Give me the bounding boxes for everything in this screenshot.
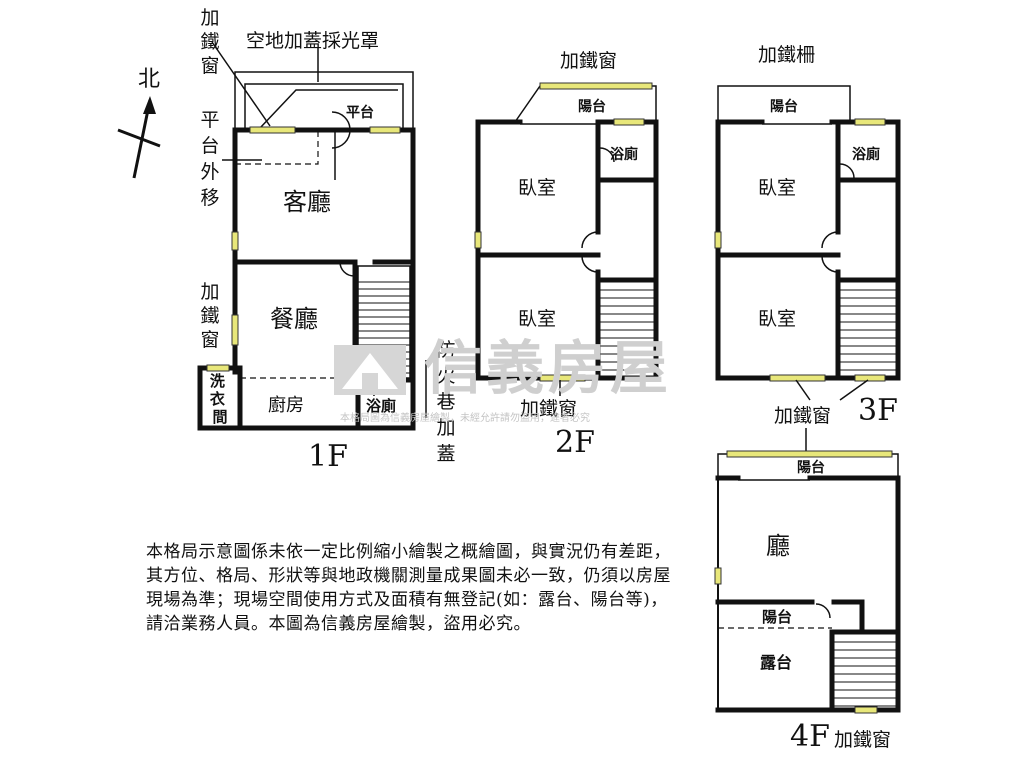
floor-3-label: 3F [858,393,898,428]
floor-1-door-dining [339,261,355,277]
floor-2-door-bedroom-2 [581,255,599,273]
floor-3-window-bottom-right [854,374,886,382]
floor-4-balcony-top-label: 陽台 [797,459,825,476]
brand-logo-icon [334,345,406,395]
floor-3-bath-label: 浴廁 [852,146,880,163]
floor-1-fire-lane-callout: 防火巷加蓋 [436,339,455,465]
floor-1-window-top-right [369,126,401,134]
floor-2-plan: 陽台 浴廁 臥室 臥室 加鐵窗 加鐵窗 2F [474,50,659,460]
vertical-char: 防 [436,339,455,361]
floor-1-laundry-label: 洗 衣 間 [210,372,230,426]
floor-1-window-living [231,231,239,251]
vertical-char: 巷 [436,391,455,413]
vertical-char: 加 [436,417,455,439]
floor-3-plan: 陽台 浴廁 臥室 臥室 加鐵柵 加鐵窗 3F [714,44,901,452]
floor-4-iron-window-bottom-callout: 加鐵窗 [834,729,891,751]
vertical-char: 平 [200,109,219,131]
north-compass: 北 [117,67,161,179]
floor-3-iron-window-bottom-callout: 加鐵窗 [774,405,831,427]
floor-1-iron-window-left-callout: 加鐵窗 [200,281,219,351]
floor-1-kitchen-label: 廚房 [268,394,304,416]
floor-3-door-bedroom-1 [821,231,839,249]
laundry-char-3: 間 [212,408,227,426]
floor-2-door-bedroom-1 [581,231,599,249]
floor-1-skylight-callout: 空地加蓋採光罩 [246,30,379,52]
floor-4-plan: 陽台 廳 陽台 露台 加鐵窗 4F [714,450,901,754]
vertical-char: 窗 [200,329,219,351]
floor-1-dining-label: 餐廳 [270,305,318,333]
floor-1-iron-window-callout: 加鐵窗 [200,7,219,77]
floor-2-iron-window-top-callout: 加鐵窗 [560,50,617,72]
floor-3-bedroom-1-label: 臥室 [758,177,796,199]
floor-4-stairs [834,641,896,707]
floor-4-terrace-label: 露台 [760,653,792,672]
floor-2-window-bottom [539,374,586,382]
floor-3-window-bath [854,118,886,126]
floor-4-hall-label: 廳 [766,532,790,560]
floor-4-window-side [714,567,722,585]
vertical-char: 蓋 [436,443,455,465]
vertical-char: 鐵 [200,305,219,327]
brand-watermark: 信義房屋 本格局圖為信義房屋繪製，未經允許請勿盜用，違者必究 [332,335,702,429]
floor-2-label: 2F [555,425,595,460]
floor-2-bath-label: 浴廁 [610,146,638,163]
floor-3-bedroom-2-label: 臥室 [758,308,796,330]
vertical-char: 加 [200,7,219,29]
floor-1-platform-moved-callout: 平台外移 [200,109,219,209]
vertical-char: 火 [436,365,455,387]
floor-2-window-side [474,231,482,249]
floor-1-label: 1F [308,439,348,474]
floor-2-stairs [600,289,654,371]
vertical-char: 窗 [200,55,219,77]
vertical-char: 移 [200,187,219,209]
floor-3-window-bottom-left [769,374,826,382]
floor-3-window-side [714,231,722,249]
laundry-char-1: 洗 [210,372,225,390]
floor-2-door-bath [599,147,615,163]
floor-4-balcony-inner-label: 陽台 [762,608,792,626]
floor-1-window-top-left [249,126,296,134]
floor-2-bedroom-2-label: 臥室 [518,308,556,330]
floor-4-window-bottom [854,706,878,714]
watermark-copyright-line: 本格局圖為信義房屋繪製，未經允許請勿盜用，違者必究 [340,413,590,424]
floor-2-bedroom-1-label: 臥室 [518,177,556,199]
watermark-brand-text: 信義房屋 [424,334,673,402]
vertical-char: 加 [200,281,219,303]
floor-2-window-balcony [539,82,653,90]
floor-1-living-label: 客廳 [283,188,331,216]
floor-4-door-balcony [815,603,831,619]
floor-4-label: 4F [790,719,830,754]
vertical-char: 鐵 [200,31,219,53]
laundry-char-2: 衣 [210,390,225,408]
floor-3-door-bath [839,163,855,179]
floor-2-balcony-label: 陽台 [578,98,606,115]
floor-2-iron-window-bottom-callout: 加鐵窗 [520,398,577,420]
floor-1-window-dining [231,314,239,346]
floor-3-door-bedroom-2 [821,255,839,273]
floor-3-balcony-label: 陽台 [770,98,798,115]
floor-1-window-laundry [206,364,230,372]
vertical-char: 外 [200,161,219,183]
floor-2-window-bath [613,118,645,126]
floor-3-iron-railing-callout: 加鐵柵 [758,44,815,66]
floor-3-stairs [840,289,896,371]
disclaimer-notice: 本格局示意圖係未依一定比例縮小繪製之概繪圖，與實況仍有差距，其方位、格局、形狀等… [146,542,671,634]
floor-1-bath-label: 浴廁 [366,397,396,415]
floor-1-platform-label: 平台 [346,104,374,121]
north-label: 北 [138,67,160,92]
north-arrow-icon [143,96,156,114]
vertical-char: 台 [200,135,219,157]
floor-1-door-platform [331,111,351,149]
floor-4-window-balcony [726,450,893,458]
